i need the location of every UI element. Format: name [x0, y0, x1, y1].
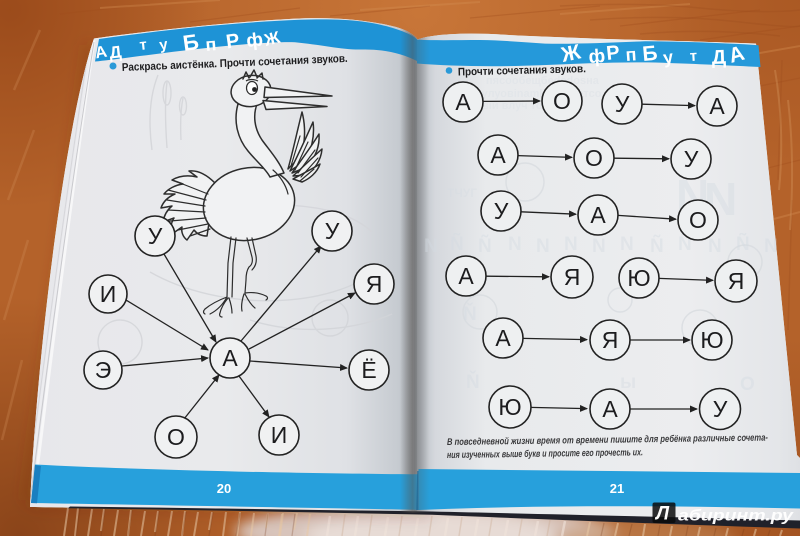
svg-text:ф: ф: [245, 29, 264, 52]
svg-text:ф: ф: [588, 46, 606, 68]
svg-text:т: т: [139, 36, 148, 54]
svg-text:у: у: [662, 47, 675, 68]
svg-text:О: О: [689, 207, 707, 233]
svg-text:Ё: Ё: [361, 357, 376, 383]
svg-text:У: У: [684, 146, 699, 172]
svg-text:Ñ: Ñ: [450, 233, 464, 255]
svg-text:А: А: [709, 93, 725, 119]
svg-text:N: N: [592, 236, 606, 257]
svg-text:Ň: Ň: [466, 371, 480, 393]
svg-text:Ñ: Ñ: [650, 235, 664, 257]
svg-text:О: О: [585, 145, 603, 171]
svg-text:21: 21: [610, 481, 624, 496]
svg-text:N: N: [708, 236, 722, 257]
svg-text:N: N: [508, 234, 522, 255]
svg-text:Д: Д: [711, 47, 726, 69]
svg-text:О: О: [553, 88, 571, 114]
svg-text:т: т: [689, 48, 697, 65]
svg-text:ТЧУГ: ТЧУГ: [447, 186, 477, 200]
svg-text:абиринт.ру: абиринт.ру: [678, 508, 794, 525]
svg-text:ния изученных выше букв и прос: ния изученных выше букв и просите его пр…: [447, 447, 643, 461]
svg-text:А: А: [222, 345, 238, 371]
svg-text:И: И: [271, 422, 288, 448]
svg-text:Р: Р: [225, 30, 241, 54]
svg-text:А: А: [458, 263, 474, 289]
svg-text:А: А: [495, 325, 511, 351]
svg-text:У: У: [325, 218, 340, 244]
svg-text:Я: Я: [366, 271, 383, 297]
svg-text:У: У: [615, 91, 630, 117]
svg-text:Ю: Ю: [627, 265, 650, 291]
svg-text:Я: Я: [728, 268, 745, 294]
svg-text:У: У: [494, 198, 509, 224]
svg-text:Прочти сочетания звуков.: Прочти сочетания звуков.: [458, 63, 586, 78]
svg-text:п: п: [205, 34, 218, 55]
svg-text:N: N: [564, 234, 578, 255]
svg-text:Я: Я: [602, 327, 619, 353]
svg-text:Ñ: Ñ: [678, 233, 692, 255]
svg-text:Ñ: Ñ: [736, 233, 750, 255]
svg-text:Э: Э: [95, 357, 112, 383]
svg-text:У: У: [713, 396, 728, 422]
svg-text:Ñ: Ñ: [478, 235, 492, 257]
svg-text:Ю: Ю: [700, 327, 723, 353]
svg-text:Ň: Ň: [463, 303, 477, 325]
svg-text:У: У: [148, 223, 163, 249]
svg-text:А: А: [94, 43, 109, 63]
svg-text:N: N: [620, 234, 634, 255]
svg-text:О: О: [740, 374, 755, 395]
svg-text:А: А: [590, 202, 606, 228]
svg-text:А: А: [602, 396, 618, 422]
svg-text:ы: ы: [620, 372, 636, 393]
svg-text:Ю: Ю: [498, 394, 521, 420]
svg-text:п: п: [625, 44, 637, 65]
svg-text:А: А: [726, 42, 747, 68]
svg-text:Б: Б: [641, 42, 658, 66]
svg-text:И: И: [100, 281, 117, 307]
svg-text:О: О: [167, 424, 185, 450]
svg-text:Л: Л: [654, 504, 670, 525]
svg-text:N: N: [536, 236, 550, 257]
svg-text:Д: Д: [108, 42, 122, 62]
svg-text:N: N: [424, 236, 438, 257]
svg-text:у: у: [158, 36, 169, 54]
svg-text:Б: Б: [181, 29, 200, 56]
svg-text:Р: Р: [605, 42, 621, 65]
svg-text:N: N: [764, 236, 778, 257]
svg-text:А: А: [455, 89, 471, 115]
svg-text:А: А: [490, 142, 506, 168]
svg-text:В повседневной жизни время от: В повседневной жизни время от времени пи…: [447, 433, 768, 448]
svg-text:Ж: Ж: [261, 28, 282, 51]
svg-text:Я: Я: [564, 264, 581, 290]
svg-text:20: 20: [217, 481, 231, 496]
